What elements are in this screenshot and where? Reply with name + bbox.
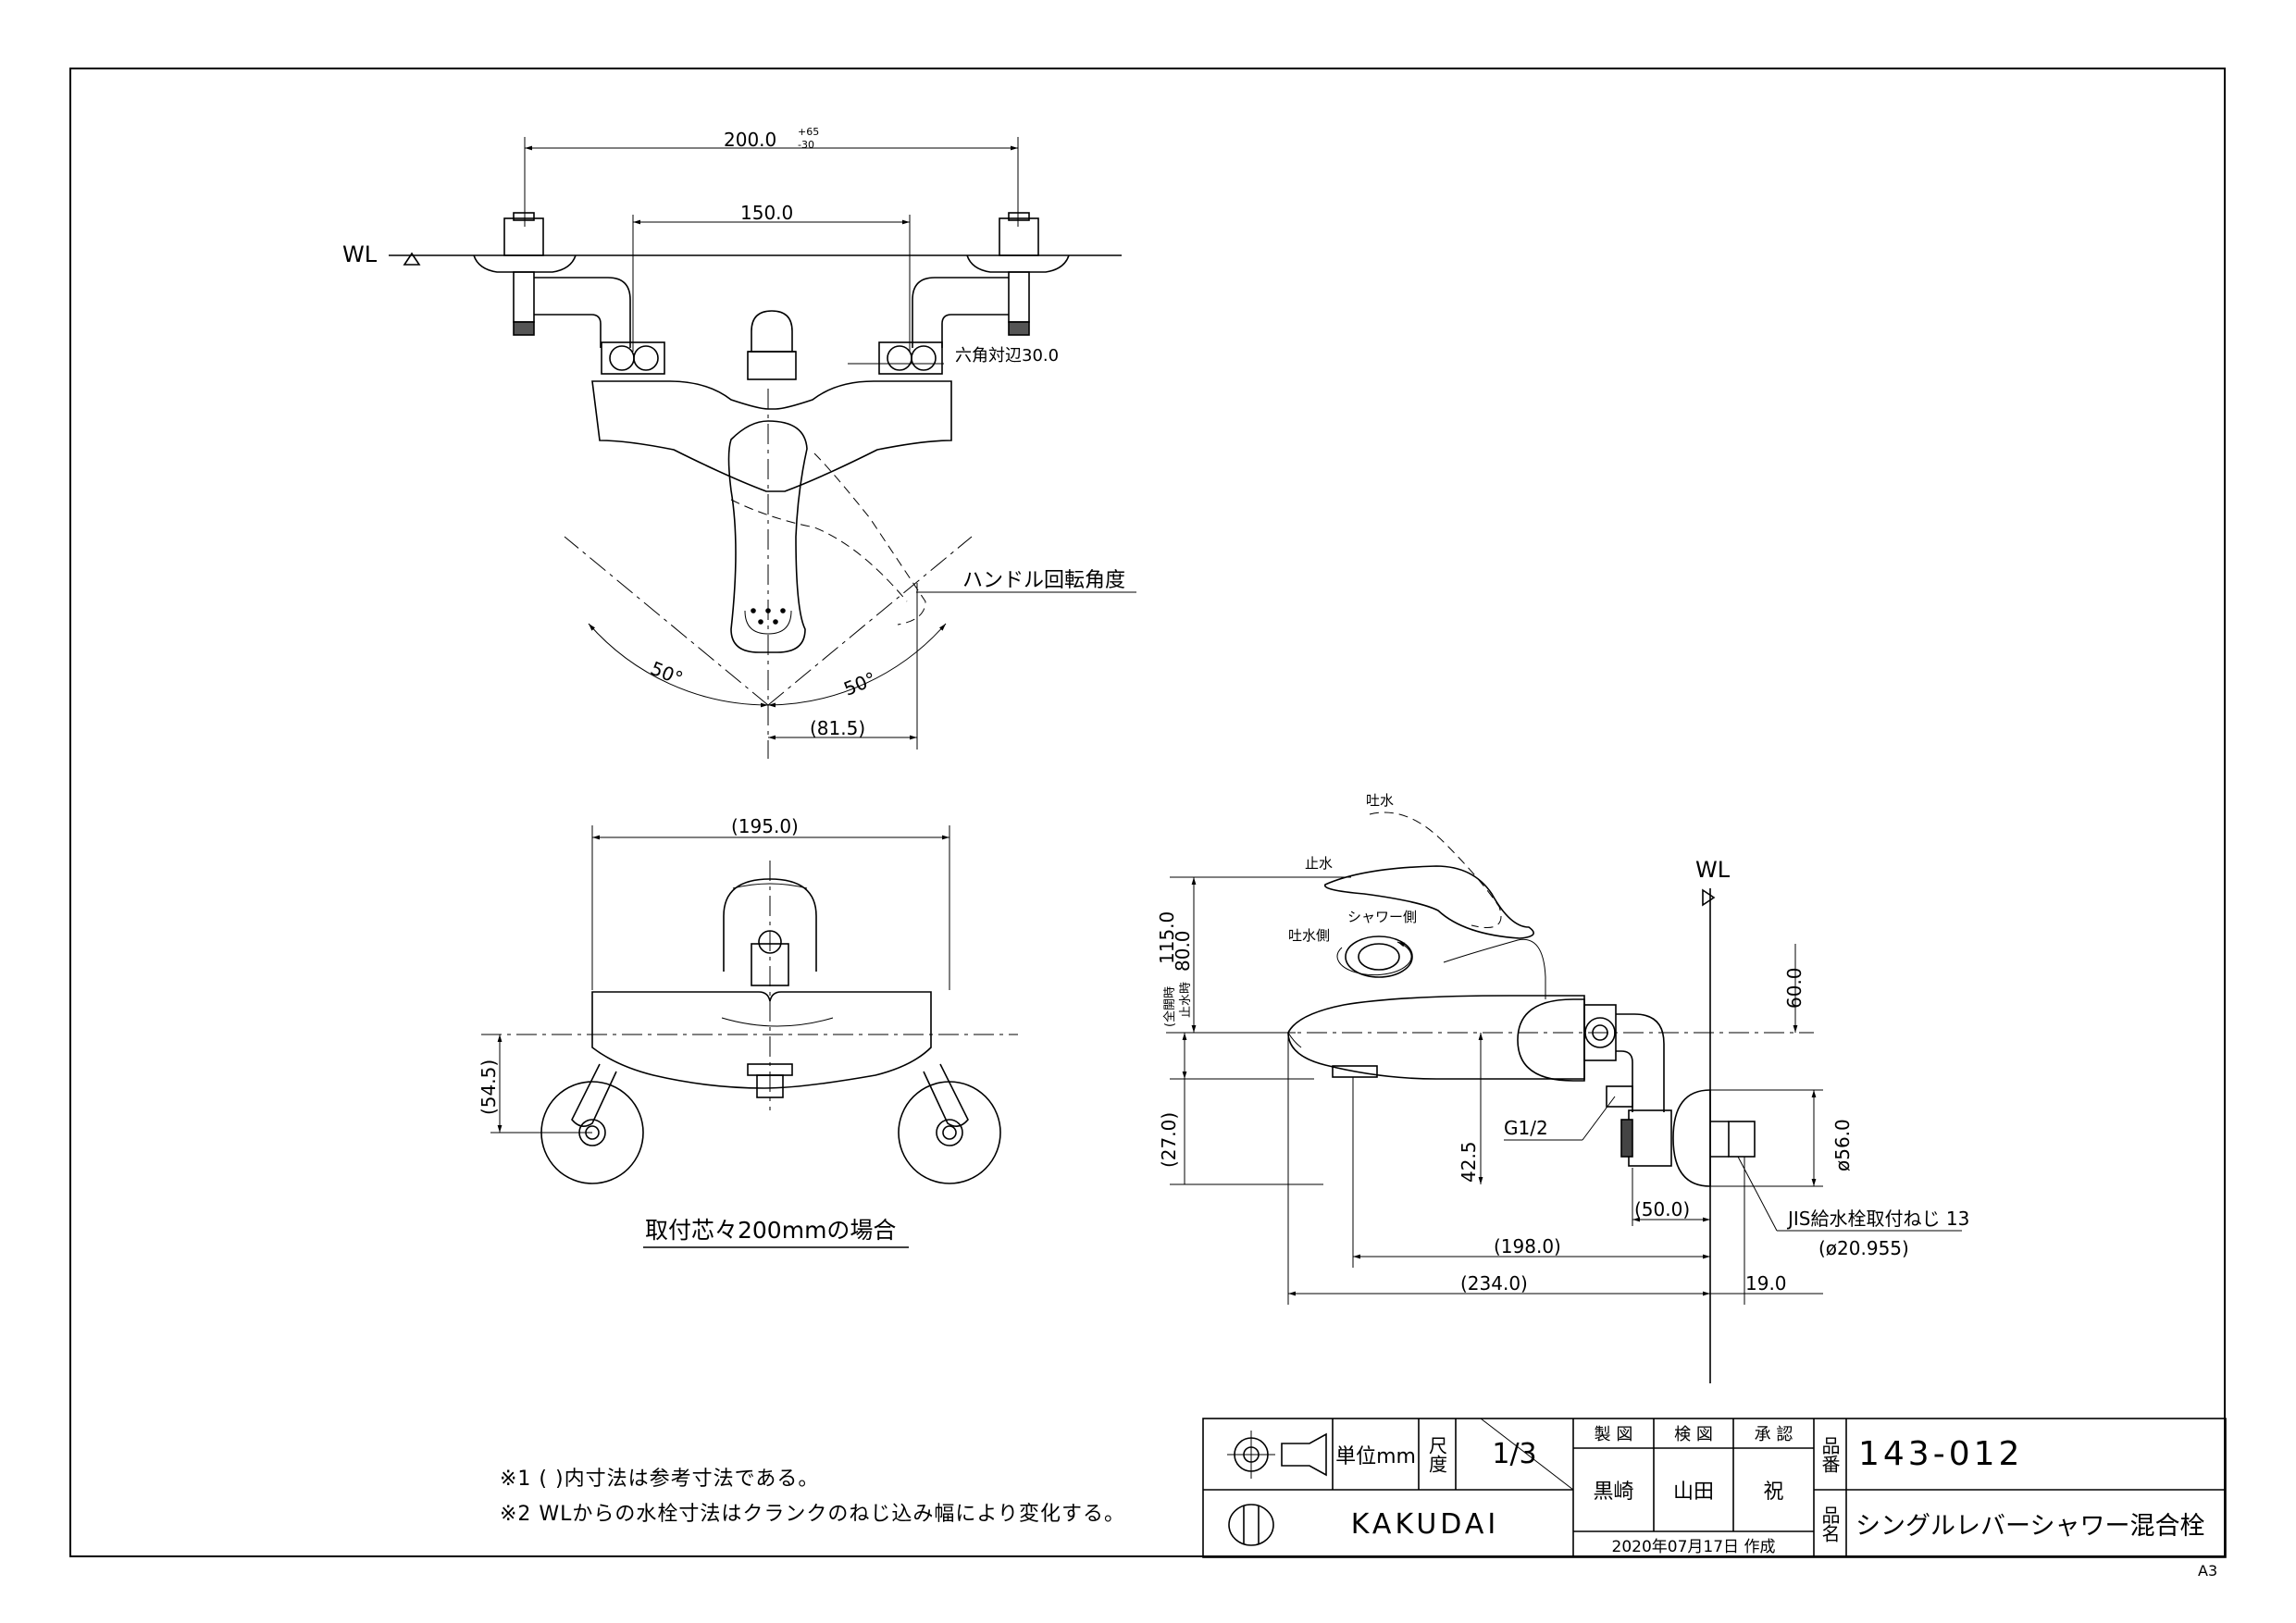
part-no-label: 品番 <box>1818 1435 1841 1473</box>
dim-81-5: (81.5) <box>810 717 865 739</box>
wl-marker-icon-side <box>1702 888 1716 907</box>
name-label: 品名 <box>1818 1505 1841 1542</box>
note-2: ※2 WLからの水栓寸法はクランクのねじ込み幅により変化する。 <box>500 1503 1125 1526</box>
wl-marker-icon <box>403 252 421 266</box>
approved-label: 承 認 <box>1754 1425 1793 1444</box>
dim-19: 19.0 <box>1745 1272 1787 1295</box>
front-view <box>481 825 1018 1248</box>
dim-115: 115.0 <box>1156 911 1178 964</box>
dim-54-5: (54.5) <box>478 1059 500 1115</box>
dim-195: (195.0) <box>731 815 799 837</box>
kakudai-logo-icon <box>1228 1504 1274 1546</box>
unit-label: 単位mm <box>1335 1444 1416 1468</box>
dim-198: (198.0) <box>1494 1235 1561 1258</box>
label-spout: 吐水 <box>1366 792 1394 809</box>
part-no: 143-012 <box>1858 1435 2024 1473</box>
label-shower-side: シャワー側 <box>1347 909 1417 925</box>
jis-label: JIS給水栓取付ねじ 13 <box>1786 1208 1969 1230</box>
dim-150: 150.0 <box>740 202 793 224</box>
angle-right: 50° <box>840 667 879 700</box>
checked-label: 検 図 <box>1674 1425 1713 1444</box>
dim-80: 80.0 <box>1172 930 1194 972</box>
scale-value: 1/3 <box>1492 1438 1537 1470</box>
dim-27: (27.0) <box>1158 1112 1180 1168</box>
dim-200-tol-minus: -30 <box>798 139 814 151</box>
date: 2020年07月17日 作成 <box>1611 1537 1776 1556</box>
dim-200-tol-plus: +65 <box>798 126 819 138</box>
label-spout-side: 吐水側 <box>1288 927 1330 944</box>
dim-115-note: (全開時 <box>1162 986 1177 1027</box>
company-name: KAKUDAI <box>1350 1508 1500 1541</box>
dim-56: ø56.0 <box>1831 1119 1854 1171</box>
title-block-frame <box>1202 1418 2227 1558</box>
note-1: ※1 ( )内寸法は参考寸法である。 <box>500 1468 820 1491</box>
checked-by: 山田 <box>1672 1481 1714 1504</box>
drawn-label: 製 図 <box>1594 1425 1633 1444</box>
top-view <box>389 137 1136 759</box>
label-stop: 止水 <box>1305 855 1333 872</box>
drawing-frame <box>69 68 2226 1557</box>
hex-label: 六角対辺30.0 <box>955 346 1059 365</box>
side-view <box>1166 812 1962 1383</box>
dim-200: 200.0 <box>724 129 776 151</box>
dim-80-note: 止水時 <box>1179 982 1193 1018</box>
handle-rotation-label: ハンドル回転角度 <box>962 569 1125 592</box>
dim-42-5: 42.5 <box>1458 1141 1480 1183</box>
drawn-by: 黒崎 <box>1593 1481 1634 1504</box>
dim-234: (234.0) <box>1460 1272 1528 1295</box>
dim-60: 60.0 <box>1783 967 1806 1009</box>
wl-label-side: WL <box>1695 857 1731 883</box>
thread-g12: G1/2 <box>1504 1117 1548 1139</box>
scale-label: 尺度 <box>1425 1435 1448 1473</box>
wl-label-top: WL <box>342 242 378 267</box>
approved-by: 祝 <box>1763 1481 1784 1504</box>
angle-left: 50° <box>648 657 687 690</box>
dim-50: (50.0) <box>1634 1198 1690 1220</box>
front-caption: 取付芯々200mmの場合 <box>645 1217 896 1244</box>
jis-diameter: (ø20.955) <box>1818 1237 1909 1259</box>
product-name: シングルレバーシャワー混合栓 <box>1855 1512 2205 1541</box>
paper-size-label: A3 <box>2198 1562 2218 1580</box>
